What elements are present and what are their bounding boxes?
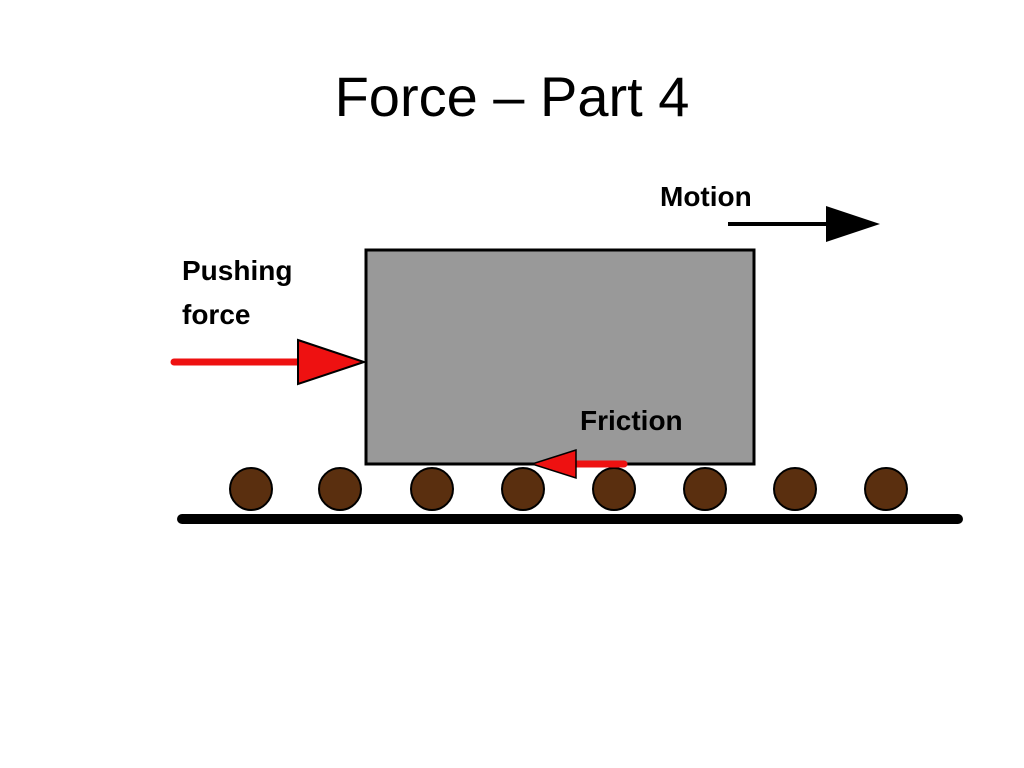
roller [773,467,817,511]
roller [501,467,545,511]
roller [864,467,908,511]
motion-label: Motion [660,181,752,212]
roller [592,467,636,511]
block [364,248,756,466]
roller [410,467,454,511]
slide-title: Force – Part 4 [334,65,690,128]
pushing-force-label-line2: force [182,299,250,330]
roller [318,467,362,511]
friction-label: Friction [580,405,683,436]
friction-arrow [529,448,628,480]
pushing-force-label-line1: Pushing [182,255,292,286]
rollers [229,467,908,511]
pushing-force-arrow [170,338,368,386]
roller [683,467,727,511]
motion-arrow [728,206,880,242]
roller [229,467,273,511]
